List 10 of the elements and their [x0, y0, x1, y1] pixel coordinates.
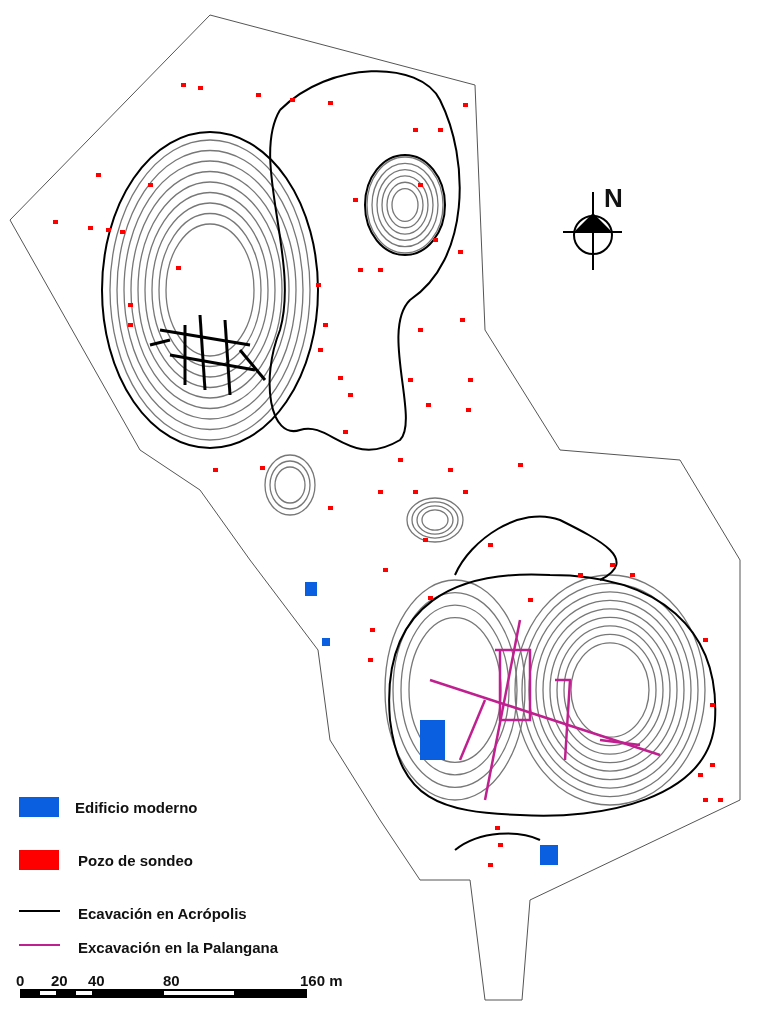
scale-number: 20 — [51, 973, 68, 988]
legend-label: Ecavación en Acrópolis — [78, 906, 247, 921]
scale-number: 160 m — [300, 973, 343, 988]
scale-number: 80 — [163, 973, 180, 988]
legend-label: Excavación en la Palangana — [78, 940, 279, 955]
scale-number: 0 — [16, 973, 25, 988]
legend-label: Edificio moderno — [75, 800, 198, 815]
legend-label: Pozo de sondeo — [78, 853, 193, 868]
scale-number: 40 — [88, 973, 105, 988]
north-label: N — [604, 185, 623, 211]
